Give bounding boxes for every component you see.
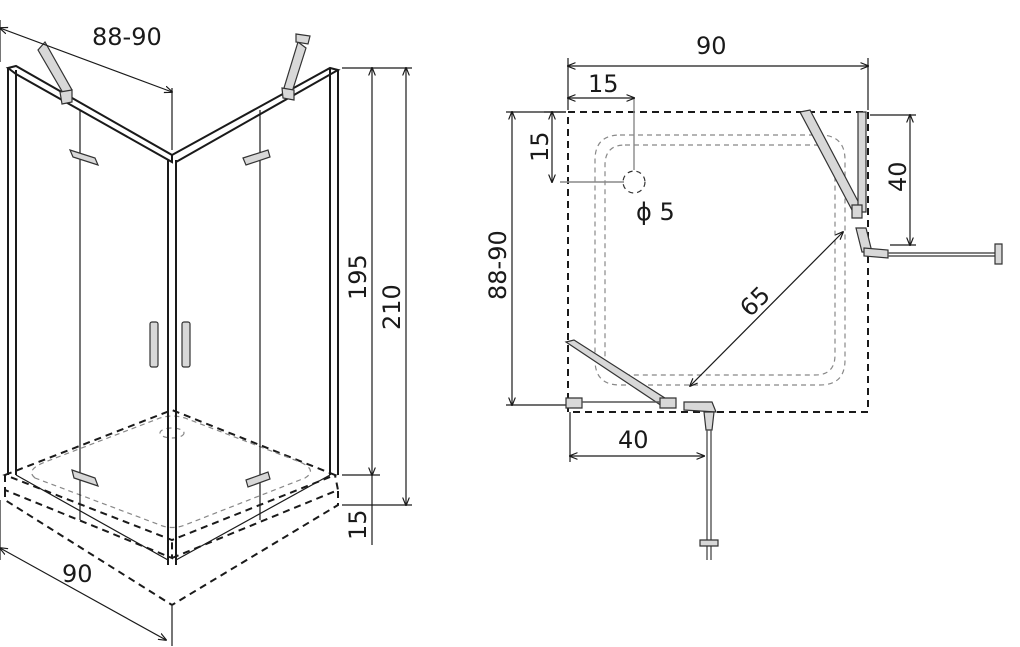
perspective-view: 88-90 90 195 210 15 (0, 20, 412, 646)
plan-view: ϕ 5 90 15 15 88-90 (484, 32, 1003, 560)
dim-width-bottom: 90 (0, 500, 173, 646)
door-handles (149, 321, 191, 368)
glass-panels (5, 64, 341, 565)
dim-door-bottom: 40 (570, 412, 704, 462)
plan-tray-outline (567, 111, 869, 413)
door-hinges (68, 149, 271, 488)
dim-drain-x-label: 15 (588, 70, 619, 98)
dim-plan-width-label: 90 (696, 32, 727, 60)
dim-drain-y-label: 15 (526, 131, 554, 162)
dim-width-top-label: 88-90 (92, 23, 162, 51)
dim-width-top: 88-90 (0, 20, 172, 150)
dim-tray-height-label: 15 (344, 509, 372, 540)
dim-drain-x: 15 (568, 70, 634, 98)
dim-diagonal: 65 (690, 232, 843, 386)
right-door (799, 109, 1003, 265)
dim-width-bottom-label: 90 (62, 560, 93, 588)
dim-door-right: 40 (870, 115, 916, 245)
dim-plan-depth-label: 88-90 (484, 230, 512, 300)
dim-diagonal-label: 65 (734, 281, 775, 322)
dim-door-bottom-label: 40 (618, 426, 649, 454)
dim-drain-y: 15 (526, 112, 566, 182)
dim-glass-height-label: 195 (344, 254, 372, 300)
dim-total-height-label: 210 (378, 284, 406, 330)
dim-door-right-label: 40 (884, 161, 912, 192)
dim-plan-width: 90 (568, 32, 868, 110)
drain-label: ϕ 5 (636, 198, 675, 226)
bottom-door (564, 339, 719, 560)
shower-tray (2, 408, 340, 607)
drain: ϕ 5 (560, 98, 675, 226)
dim-heights: 195 210 15 (342, 68, 412, 545)
dim-plan-depth: 88-90 (484, 112, 566, 405)
wall-brackets (37, 33, 311, 105)
